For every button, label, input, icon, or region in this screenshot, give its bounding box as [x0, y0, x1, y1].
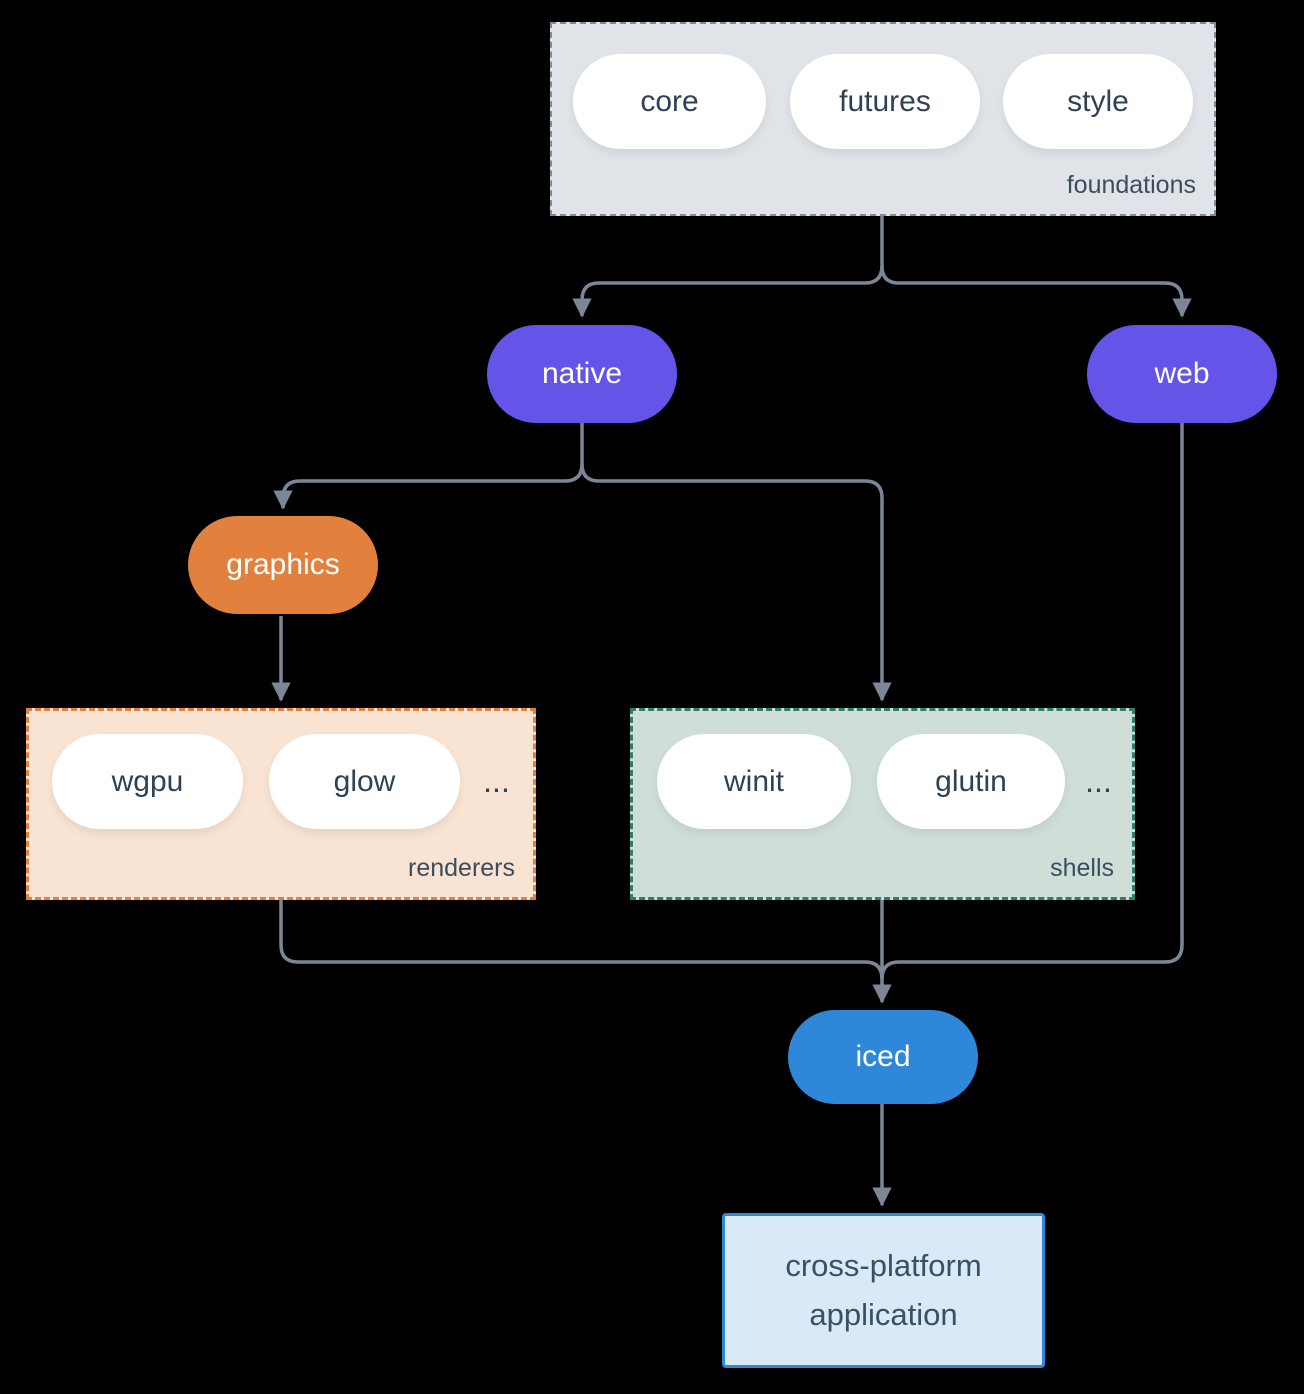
shells-label: shells — [1050, 854, 1114, 882]
node-style: style — [1003, 54, 1193, 149]
edge-web-iced — [880, 423, 1184, 980]
node-futures: futures — [790, 54, 980, 149]
node-graphics: graphics — [188, 516, 378, 614]
node-glutin: glutin — [877, 734, 1065, 829]
renderers-group: wgpu glow ... renderers — [26, 708, 536, 900]
shells-ellipsis: ... — [1085, 763, 1112, 799]
node-iced: iced — [788, 1010, 978, 1104]
edge-native-shells — [580, 463, 892, 702]
edge-native-graphics — [273, 423, 584, 510]
edge-renderers-iced — [279, 900, 884, 980]
edge-foundations-native — [572, 216, 884, 318]
node-web: web — [1087, 325, 1277, 423]
application-line2: application — [809, 1296, 958, 1332]
edge-foundations-web — [880, 265, 1192, 318]
node-glow: glow — [269, 734, 460, 829]
renderers-label: renderers — [408, 854, 515, 882]
foundations-label: foundations — [1066, 171, 1196, 199]
renderers-ellipsis: ... — [483, 763, 510, 799]
node-wgpu: wgpu — [52, 734, 243, 829]
shells-group: winit glutin ... shells — [630, 708, 1135, 900]
cross-platform-application-box: cross-platform application — [722, 1213, 1045, 1368]
foundations-group: core futures style foundations — [550, 22, 1216, 216]
node-winit: winit — [657, 734, 851, 829]
node-native: native — [487, 325, 677, 423]
node-core: core — [573, 54, 766, 149]
application-line1: cross-platform — [785, 1248, 982, 1284]
